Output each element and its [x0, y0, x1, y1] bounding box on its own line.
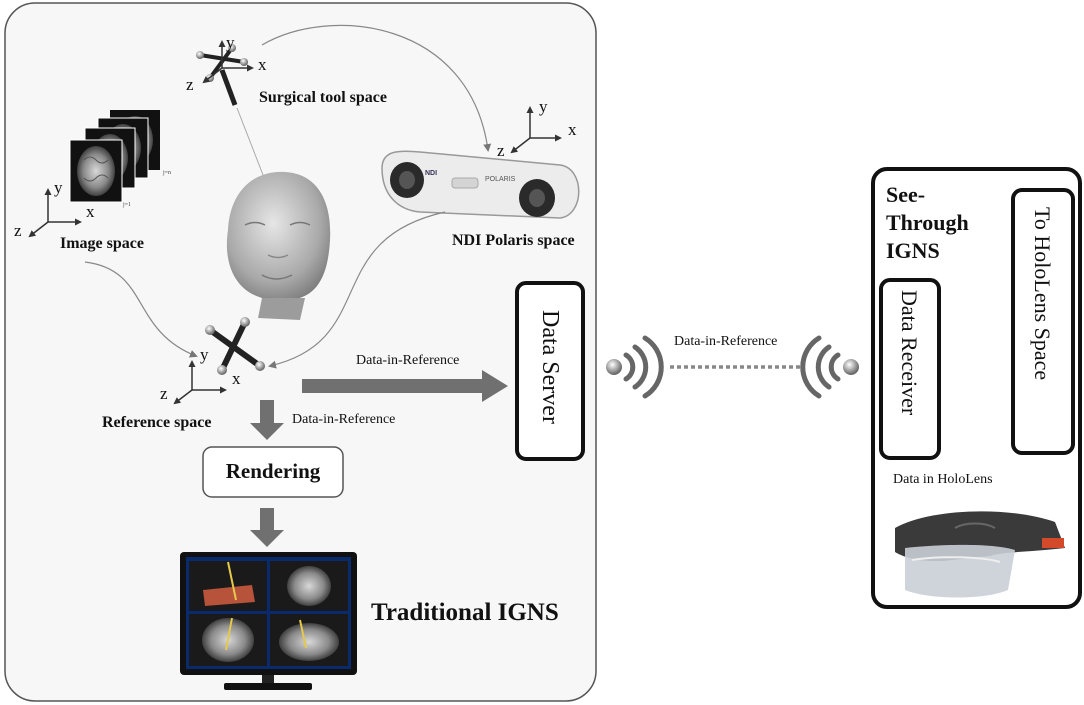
see-through-line-1: See- — [886, 182, 926, 207]
image-axis-z: z — [14, 221, 22, 240]
image-space-label: Image space — [60, 235, 144, 252]
reference-to-rendering-arrow — [250, 400, 284, 440]
traditional-igns-title: Traditional IGNS — [371, 599, 559, 626]
reference-axis-y: y — [200, 345, 209, 364]
reference-to-server-arrow — [302, 370, 508, 402]
hololens-headset — [895, 511, 1065, 598]
wireless-label: Data-in-Reference — [674, 334, 778, 349]
patient-head — [226, 171, 331, 320]
ndi-polaris-space-label: NDI Polaris space — [452, 232, 575, 249]
reference-axes — [173, 360, 227, 405]
tool-to-head-line — [236, 107, 266, 181]
reference-space-label: Reference space — [102, 414, 212, 431]
hololens-space-label: To HoloLens Space — [1030, 207, 1055, 381]
ndi-product-text: POLARIS — [485, 176, 516, 183]
ndi-axis-x: x — [568, 120, 577, 139]
ndi-axis-y: y — [539, 97, 548, 116]
see-through-line-2: Through — [886, 210, 969, 235]
slice-last-label: j=n — [163, 170, 172, 176]
slice-first-label: j=1 — [123, 202, 132, 208]
surgical-tool-space-label: Surgical tool space — [259, 89, 387, 106]
reference-marker-icon — [205, 317, 265, 375]
image-axis-x: x — [86, 202, 95, 221]
rendering-to-monitor-arrow — [250, 508, 284, 547]
tool-to-ndi-arrow — [261, 24, 492, 152]
data-receiver-box — [879, 278, 941, 460]
tool-axis-x: x — [258, 55, 267, 74]
data-server-label: Data Server — [537, 310, 563, 424]
ndi-axes — [510, 106, 562, 154]
reference-axis-z: z — [160, 384, 168, 403]
data-receiver-label: Data Receiver — [897, 290, 922, 416]
ndi-brand-text: NDI — [425, 170, 438, 177]
image-axis-y: y — [54, 178, 63, 197]
see-through-line-3: IGNS — [886, 238, 940, 263]
data-server-box — [515, 281, 585, 461]
hololens-space-box — [1011, 188, 1075, 455]
rendering-box — [202, 446, 344, 498]
image-space-axes — [28, 188, 82, 238]
surgical-tool-axes — [202, 40, 254, 84]
mri-slice-stack — [69, 110, 160, 203]
to-hololens-label: Data in HoloLens — [893, 472, 993, 487]
reference-axis-x: x — [232, 369, 241, 388]
tool-axis-z: z — [186, 75, 194, 94]
ref-to-render-label: Data-in-Reference — [292, 412, 396, 427]
ndi-polaris-camera — [381, 150, 580, 219]
monitor-display — [180, 552, 357, 690]
ndi-axis-z: z — [497, 141, 505, 160]
ref-to-server-label: Data-in-Reference — [356, 353, 460, 368]
ndi-to-reference-arrow — [268, 211, 446, 369]
image-to-reference-arrow — [84, 261, 198, 358]
tool-axis-y: y — [226, 33, 235, 52]
see-through-igns-title: See- Through IGNS — [886, 181, 969, 265]
rendering-label: Rendering — [225, 459, 321, 483]
wireless-link — [606, 335, 859, 399]
